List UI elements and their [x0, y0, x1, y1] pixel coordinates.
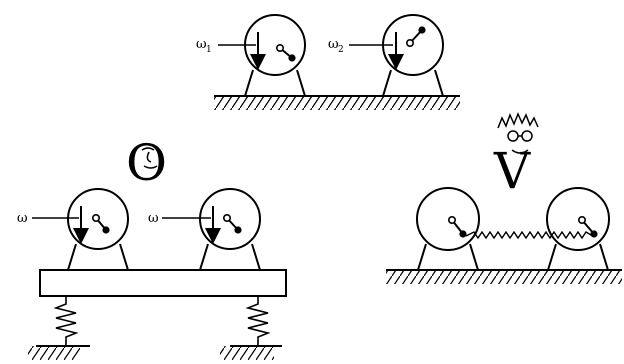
bob — [288, 54, 296, 62]
platform-right-metronome: ω — [148, 188, 261, 271]
bob — [234, 226, 242, 234]
top-ground-hatch — [214, 96, 460, 110]
omega-right-label: ω — [148, 211, 159, 226]
scientist-doodle — [497, 112, 539, 154]
omega-1-subscript: 1 — [206, 45, 212, 55]
bob — [590, 230, 598, 238]
pivot — [92, 214, 101, 223]
stand — [547, 243, 609, 271]
top-metronome-group: ω 1 ω 2 — [196, 14, 460, 110]
right-support-hatch — [220, 346, 274, 360]
stand — [199, 243, 261, 271]
pivot — [577, 216, 586, 225]
left-spring — [53, 296, 79, 346]
pivot — [223, 214, 232, 223]
drum — [546, 187, 610, 251]
pivot — [405, 38, 414, 47]
coupled-metronome-group: V — [386, 112, 622, 284]
stand — [382, 69, 444, 97]
face-doodle — [141, 147, 158, 169]
omega-1-label: ω — [196, 37, 207, 52]
stand — [244, 69, 306, 97]
coupled-left-metronome — [416, 187, 480, 271]
right-spring — [245, 296, 271, 346]
stand — [67, 243, 129, 271]
right-ground-hatch — [386, 270, 622, 284]
platform-metronome-group: O ω ω — [17, 134, 287, 360]
stand — [417, 243, 479, 271]
top-left-metronome: ω 1 — [196, 14, 306, 97]
top-right-metronome: ω 2 — [328, 14, 444, 97]
drum — [416, 187, 480, 251]
coupled-right-metronome — [546, 187, 610, 271]
bob — [418, 26, 426, 34]
bob — [459, 230, 467, 238]
omega-2-subscript: 2 — [338, 45, 344, 55]
pivot — [447, 216, 456, 225]
coupling-spring — [465, 230, 592, 240]
face-glyph: O — [126, 134, 167, 192]
omega-2-label: ω — [328, 37, 339, 52]
pivot — [275, 43, 284, 52]
omega-left-label: ω — [17, 211, 28, 226]
left-support-hatch — [28, 346, 80, 360]
platform-board — [39, 269, 287, 297]
platform-left-metronome: ω — [17, 188, 129, 271]
bob — [102, 226, 110, 234]
